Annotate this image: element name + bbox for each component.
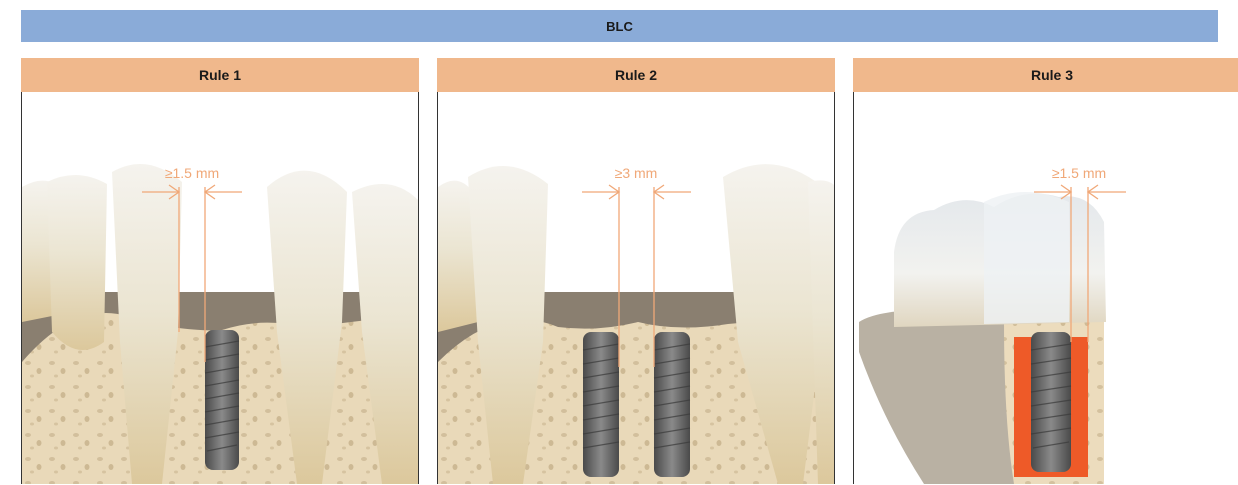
rule-1-title: Rule 1 bbox=[199, 67, 241, 83]
crown bbox=[984, 192, 1069, 324]
rule-3-header: Rule 3 bbox=[853, 58, 1238, 92]
tooth bbox=[47, 175, 107, 350]
header-title: BLC bbox=[606, 19, 633, 34]
rule-3-title: Rule 3 bbox=[1031, 67, 1073, 83]
implant bbox=[205, 330, 239, 470]
rule-3-illustration: ≥1.5 mm bbox=[853, 92, 1238, 484]
rule-2-header: Rule 2 bbox=[437, 58, 835, 92]
implant bbox=[1031, 332, 1071, 472]
measurement-label: ≥1.5 mm bbox=[165, 165, 219, 181]
measurement-label: ≥1.5 mm bbox=[1052, 165, 1106, 181]
rule-3-panel: Rule 3 bbox=[853, 58, 1238, 484]
rule-2-illustration: ≥3 mm bbox=[437, 92, 835, 484]
header-bar: BLC bbox=[21, 10, 1218, 42]
rule-2-title: Rule 2 bbox=[615, 67, 657, 83]
rule-1-header: Rule 1 bbox=[21, 58, 419, 92]
rule-2-panel: Rule 2 bbox=[437, 58, 835, 484]
rule-1-illustration: ≥1.5 mm bbox=[21, 92, 419, 484]
measurement-label: ≥3 mm bbox=[615, 165, 658, 181]
rule-1-panel: Rule 1 bbox=[21, 58, 419, 484]
